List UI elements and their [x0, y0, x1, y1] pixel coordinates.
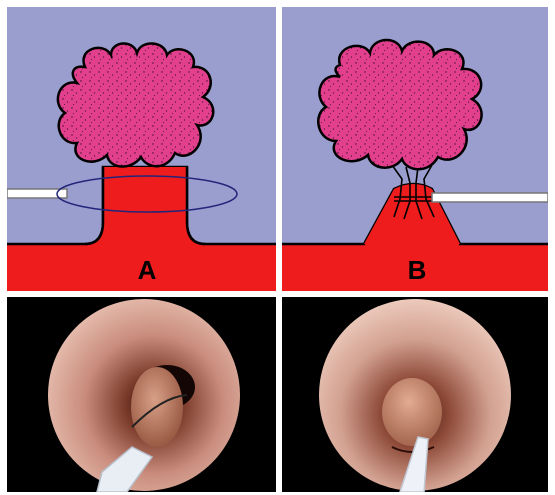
polyp-photo — [382, 378, 442, 446]
panel-b-svg — [282, 7, 548, 291]
photo-b-svg — [282, 297, 548, 492]
panel-label-a: A — [127, 256, 167, 284]
panel-b-diagram: B — [282, 7, 548, 291]
panel-a-diagram: A — [7, 7, 276, 291]
panel-a-svg — [7, 7, 276, 291]
endoscopy-photo-a — [7, 297, 276, 492]
polyp-head — [318, 40, 481, 169]
panel-label-b: B — [397, 256, 437, 284]
photo-a-svg — [7, 297, 276, 492]
snare-sheath-icon — [432, 193, 548, 202]
endoscopy-photo-b — [282, 297, 548, 492]
